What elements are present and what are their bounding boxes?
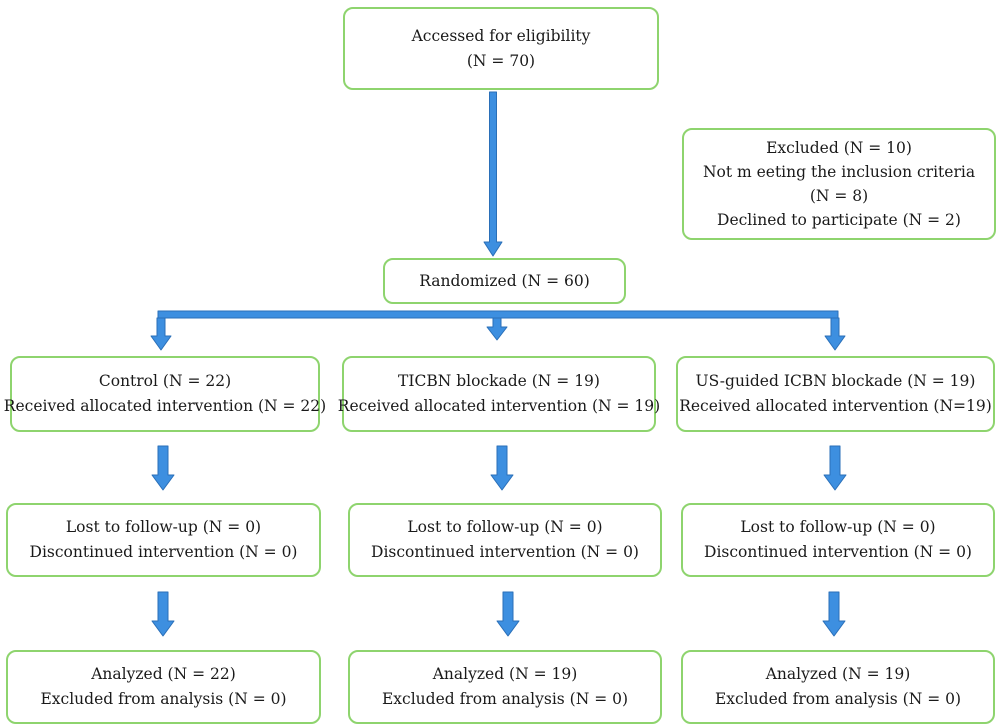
randomized-label: Randomized (N = 60) bbox=[419, 271, 590, 290]
control-allocation-to-followup-arrow bbox=[151, 445, 175, 491]
ticbn-followup-box: Lost to follow-up (N = 0) Discontinued i… bbox=[348, 503, 662, 577]
ticbn-analysis-box: Analyzed (N = 19) Excluded from analysis… bbox=[348, 650, 662, 724]
ticbn-analyzed-label: Analyzed (N = 19) bbox=[432, 665, 578, 683]
eligibility-label: Accessed for eligibility bbox=[411, 26, 591, 45]
control-analysis-box: Analyzed (N = 22) Excluded from analysis… bbox=[6, 650, 321, 724]
usicbn-excluded-analysis-label: Excluded from analysis (N = 0) bbox=[714, 690, 962, 708]
excluded-reason-inclusion: Not m eeting the inclusion criteria bbox=[702, 163, 976, 181]
usicbn-allocation-to-followup-arrow bbox=[823, 445, 847, 491]
control-followup-box: Lost to follow-up (N = 0) Discontinued i… bbox=[6, 503, 321, 577]
excluded-reason-inclusion-count: (N = 8) bbox=[809, 187, 869, 205]
control-excluded-analysis-label: Excluded from analysis (N = 0) bbox=[40, 690, 287, 708]
split-to-control-arrow bbox=[150, 317, 172, 351]
ticbn-allocation-box: TICBN blockade (N = 19) Received allocat… bbox=[338, 356, 660, 432]
allocation-split-bar bbox=[157, 310, 839, 319]
excluded-reason-declined: Declined to participate (N = 2) bbox=[717, 211, 961, 229]
usicbn-lost-label: Lost to follow-up (N = 0) bbox=[740, 518, 936, 536]
usicbn-analysis-box: Analyzed (N = 19) Excluded from analysis… bbox=[681, 650, 995, 724]
ticbn-allocation-label: TICBN blockade (N = 19) bbox=[398, 372, 600, 390]
control-analyzed-label: Analyzed (N = 22) bbox=[91, 665, 236, 683]
randomized-box: Randomized (N = 60) bbox=[383, 258, 626, 304]
usicbn-allocation-label: US-guided ICBN blockade (N = 19) bbox=[695, 372, 976, 390]
eligibility-box: Accessed for eligibility (N = 70) bbox=[343, 7, 659, 90]
ticbn-discontinued-label: Discontinued intervention (N = 0) bbox=[371, 543, 639, 561]
split-to-usicbn-arrow bbox=[824, 317, 846, 351]
ticbn-lost-label: Lost to follow-up (N = 0) bbox=[407, 518, 603, 536]
usicbn-discontinued-label: Discontinued intervention (N = 0) bbox=[704, 543, 972, 561]
usicbn-received-label: Received allocated intervention (N=19) bbox=[679, 397, 992, 415]
ticbn-excluded-analysis-label: Excluded from analysis (N = 0) bbox=[381, 690, 629, 708]
ticbn-allocation-to-followup-arrow bbox=[490, 445, 514, 491]
usicbn-allocation-box: US-guided ICBN blockade (N = 19) Receive… bbox=[676, 356, 995, 432]
control-received-label: Received allocated intervention (N = 22) bbox=[3, 397, 327, 415]
ticbn-followup-to-analysis-arrow bbox=[496, 591, 520, 637]
ticbn-received-label: Received allocated intervention (N = 19) bbox=[337, 397, 661, 415]
usicbn-analyzed-label: Analyzed (N = 19) bbox=[765, 665, 911, 683]
control-followup-to-analysis-arrow bbox=[151, 591, 175, 637]
excluded-title: Excluded (N = 10) bbox=[766, 139, 912, 157]
split-to-ticbn-arrow bbox=[486, 317, 508, 341]
control-discontinued-label: Discontinued intervention (N = 0) bbox=[29, 543, 298, 561]
control-allocation-box: Control (N = 22) Received allocated inte… bbox=[4, 356, 326, 432]
control-allocation-label: Control (N = 22) bbox=[98, 372, 232, 390]
control-lost-label: Lost to follow-up (N = 0) bbox=[65, 518, 262, 536]
eligibility-to-randomized-arrow bbox=[483, 91, 503, 257]
excluded-box: Excluded (N = 10) Not m eeting the inclu… bbox=[682, 128, 996, 240]
eligibility-count: (N = 70) bbox=[466, 51, 536, 70]
usicbn-followup-box: Lost to follow-up (N = 0) Discontinued i… bbox=[681, 503, 995, 577]
usicbn-followup-to-analysis-arrow bbox=[822, 591, 846, 637]
